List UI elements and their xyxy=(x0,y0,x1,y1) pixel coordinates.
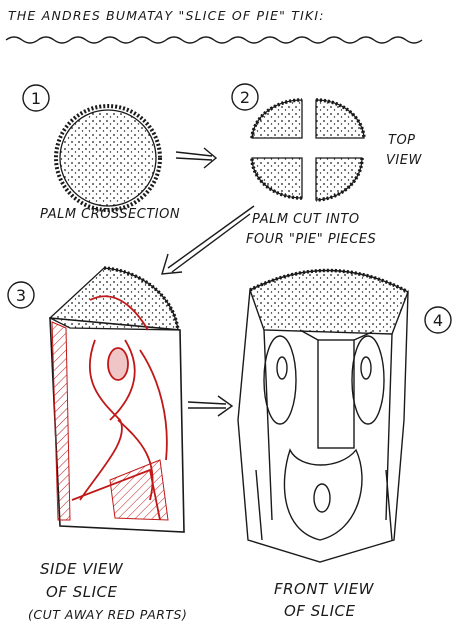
side-view-label-line2: OF SLICE xyxy=(46,583,118,601)
palm-cut-label-line1: PALM CUT INTO xyxy=(252,212,360,227)
svg-text:1: 1 xyxy=(31,89,41,108)
side-view-slice xyxy=(48,266,185,533)
four-pie-pieces xyxy=(250,98,366,202)
front-view-tiki xyxy=(237,268,409,563)
arrow-1-to-2 xyxy=(175,147,218,169)
palm-cut-label-line2: FOUR "PIE" PIECES xyxy=(246,232,377,247)
side-view-label-line1: SIDE VIEW xyxy=(40,560,124,578)
svg-text:4: 4 xyxy=(433,311,443,330)
front-view-label-line1: FRONT VIEW xyxy=(274,580,375,598)
front-view-label-line2: OF SLICE xyxy=(284,602,356,620)
palm-crossection-label: PALM CROSSECTION xyxy=(40,207,181,222)
step-1-marker: 1 xyxy=(22,84,50,112)
arrow-2-to-3 xyxy=(161,205,255,275)
step-4-marker: 4 xyxy=(424,306,452,334)
svg-text:3: 3 xyxy=(16,286,26,305)
svg-text:2: 2 xyxy=(240,88,250,107)
page-title: THE ANDRES BUMATAY "SLICE OF PIE" TIKI: xyxy=(8,8,325,23)
side-view-label-line3: (CUT AWAY RED PARTS) xyxy=(28,607,188,622)
palm-crossection xyxy=(54,104,162,212)
step-2-marker: 2 xyxy=(231,83,259,111)
arrow-3-to-4 xyxy=(187,395,234,417)
top-view-label-line2: VIEW xyxy=(386,153,422,168)
step-3-marker: 3 xyxy=(7,281,35,309)
title-underline xyxy=(5,36,423,44)
top-view-label-line1: TOP xyxy=(388,133,416,148)
